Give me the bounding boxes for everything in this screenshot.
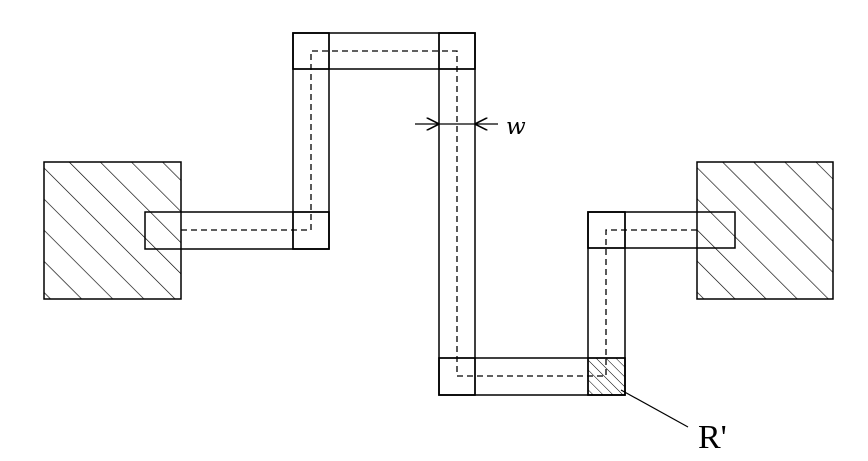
r-prime-leader-line [620, 389, 689, 428]
region-label: R' [698, 419, 727, 456]
left-contact-pad [43, 161, 182, 300]
width-label: w [506, 114, 526, 140]
right-contact-pad [696, 161, 834, 300]
current-path-centerline [181, 50, 697, 377]
